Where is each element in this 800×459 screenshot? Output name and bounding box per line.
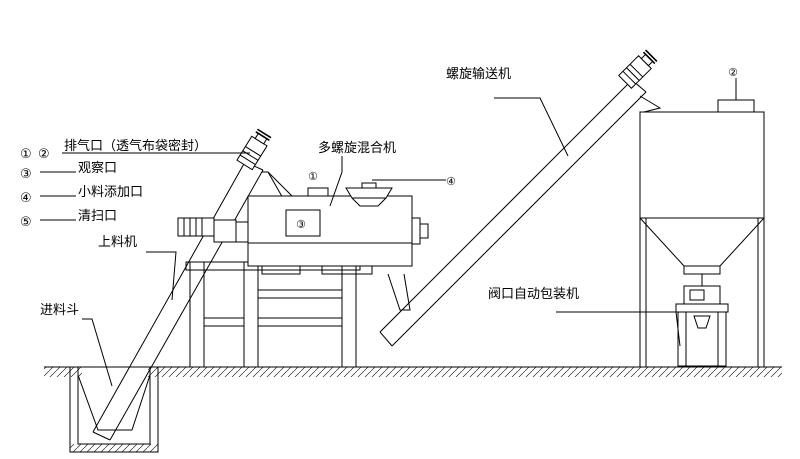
legend-marker-1: ① (20, 147, 32, 162)
mixer-vent-marker: ① (308, 170, 318, 183)
legend: ① ② 排气口（透气布袋密封） ③ 观察口 ④ 小料添加口 ⑤ 清扫口 (20, 138, 207, 230)
multi-screw-mixer (177, 182, 429, 311)
mixer-additive-marker: ④ (446, 175, 456, 188)
screw-conveyor (379, 79, 662, 347)
feed-pit (69, 367, 159, 453)
packer-label: 阀口自动包装机 (488, 287, 579, 302)
leader-lines (40, 78, 737, 387)
legend-marker-5: ⑤ (20, 215, 32, 230)
loader-motor-icon (236, 128, 272, 171)
legend-cleanout-label: 清扫口 (78, 209, 117, 224)
legend-marker-3: ③ (20, 167, 32, 182)
loader-label: 上料机 (98, 235, 137, 250)
conveyor-motor-icon (618, 49, 658, 89)
screw-conveyor-label: 螺旋输送机 (446, 66, 511, 82)
legend-marker-2: ② (38, 147, 50, 162)
mixer-label: 多螺旋混合机 (318, 140, 396, 156)
silo-vent-marker: ② (728, 66, 738, 79)
mixer-window-marker: ③ (296, 218, 306, 231)
legend-window-label: 观察口 (78, 161, 117, 176)
ground (44, 366, 782, 377)
mixer-stand (185, 261, 361, 368)
legend-vent-label: 排气口（透气布袋密封） (64, 138, 207, 154)
hopper-label: 进料斗 (40, 303, 79, 318)
storage-silo (639, 82, 765, 367)
legend-additive-label: 小料添加口 (78, 185, 143, 200)
valve-packing-machine (675, 274, 729, 367)
legend-marker-4: ④ (20, 191, 32, 206)
